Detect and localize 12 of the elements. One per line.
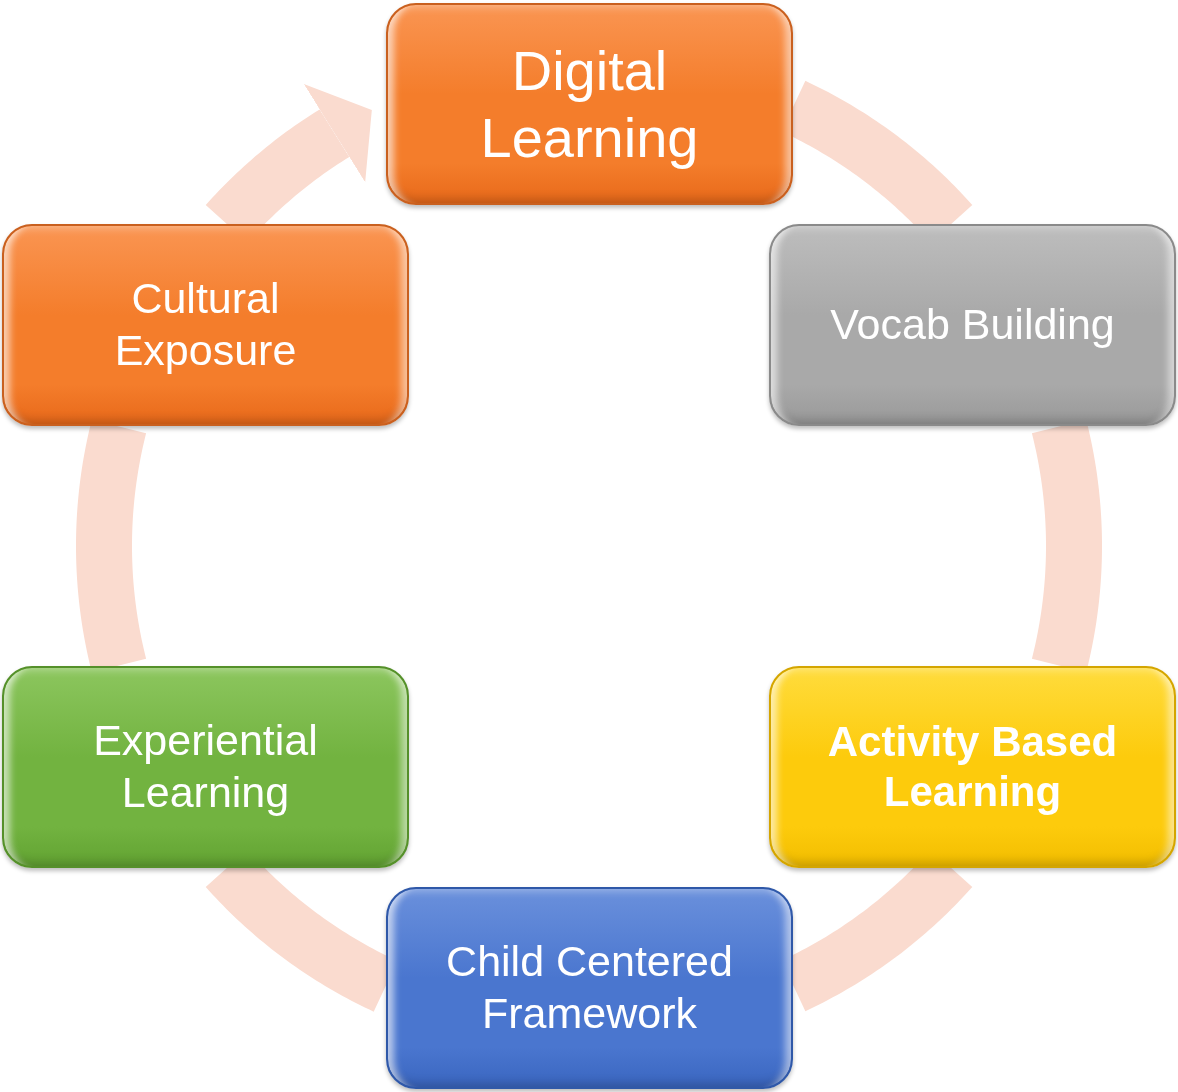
stage-box	[386, 887, 793, 1089]
stage-box	[386, 3, 793, 205]
stage-label: Child Centered Framework	[445, 936, 734, 1039]
stage-box	[769, 666, 1176, 868]
stage-box	[2, 666, 409, 868]
stage-label: Cultural Exposure	[113, 273, 298, 376]
stage-label: Digital Learning	[479, 37, 700, 171]
stage-label: Activity Based Learning	[826, 716, 1119, 817]
stage-box	[769, 224, 1176, 426]
stage-box	[2, 224, 409, 426]
stage-label: Vocab Building	[830, 299, 1115, 351]
stage-label: Experiential Learning	[92, 715, 319, 818]
